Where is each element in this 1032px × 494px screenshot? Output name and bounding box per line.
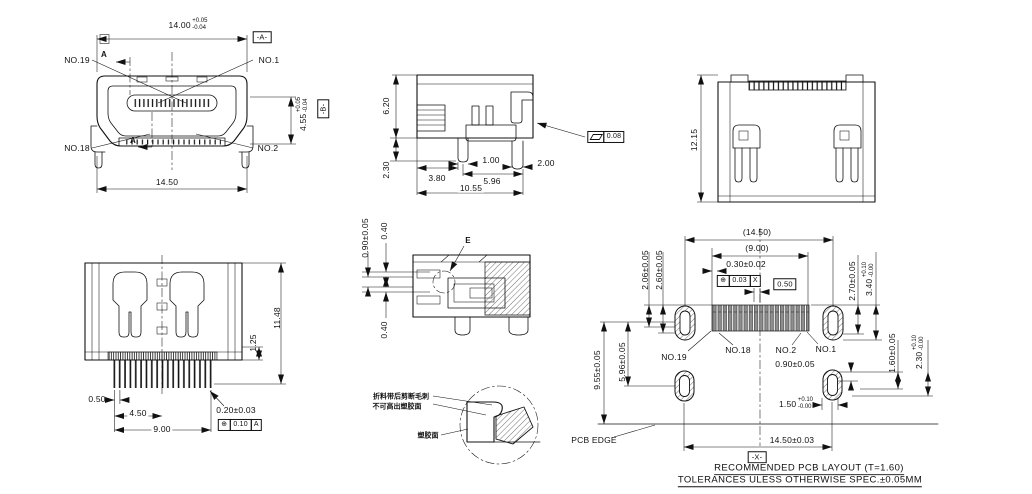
- rear-dim-height: 12.15: [688, 128, 699, 152]
- section-dim-top: 0.40: [378, 222, 389, 240]
- side-dim-leg-width: 1.00: [482, 154, 500, 165]
- pcb-dim-090: 0.90±0.05: [775, 358, 815, 369]
- top-view: [84, 255, 286, 433]
- detail-view: [432, 385, 541, 465]
- top-position-frame: ⊕ 0.10 A: [217, 418, 263, 432]
- front-dim-width: 14.00 +0.05-0.04: [168, 18, 208, 31]
- side-dim-leg-height: 2.30: [380, 161, 391, 179]
- side-view: [390, 74, 586, 196]
- pcb-dim-150: 1.50 +0.10-0.00: [778, 397, 814, 410]
- side-dim-total: 10.55: [457, 182, 485, 193]
- flatness-icon: [587, 130, 605, 144]
- top-dim-pin-length: 1.25: [247, 334, 258, 352]
- datum-a-flag: -A-: [252, 31, 272, 43]
- pcb-dim-230: 2.30 +0.10-0.00: [912, 334, 925, 370]
- position-tolerance: 0.03: [728, 274, 751, 288]
- flatness-value: 0.08: [603, 130, 625, 144]
- pcb-position-frame: ⊕ 0.03 X: [716, 274, 762, 288]
- pcb-dim-ref-span: (9.00): [745, 242, 769, 253]
- section-arrow-a-bottom: A: [130, 136, 136, 145]
- top-dim-span: 9.00: [151, 423, 173, 434]
- pcb-pin19-label: NO.19: [661, 351, 687, 362]
- pcb-dim-340: 3.40 +0.10-0.00: [862, 261, 875, 297]
- pcb-dim-ref-width: (14.50): [742, 226, 772, 237]
- datum-x-flag: -X-: [747, 451, 767, 463]
- top-dim-half-span: 4.50: [127, 407, 149, 418]
- front-pin19-label: NO.19: [64, 54, 90, 65]
- pcb-dim-955: 9.55±0.05: [591, 350, 602, 390]
- detail-surface-label: 塑胶面: [417, 432, 439, 440]
- pcb-dim-pitch-box: 0.50: [773, 278, 797, 290]
- datum-b-flag: -B-: [317, 99, 329, 119]
- front-dim-height: 4.55 +0.05-0.04: [296, 96, 309, 132]
- front-pin18-label: NO.18: [64, 142, 90, 153]
- pcb-dim-270: 2.70±0.05: [846, 261, 857, 301]
- pcb-pin18-label: NO.18: [725, 344, 751, 355]
- footer-note-line1: RECOMMENDED PCB LAYOUT (T=1.60): [714, 462, 904, 475]
- section-dim-gap: 0.90±0.05: [359, 218, 370, 258]
- pcb-dim-260: 2.60±0.05: [653, 250, 664, 290]
- pcb-dim-206: 2.06±0.05: [639, 250, 650, 290]
- section-view: [362, 243, 531, 336]
- side-dim-leg-width2: 2.00: [537, 157, 555, 168]
- pcb-dim-160: 1.60±0.05: [886, 333, 897, 373]
- detail-e-label: E: [465, 236, 471, 245]
- side-dim-body-height: 6.20: [380, 97, 391, 115]
- front-pin1-label: NO.1: [258, 54, 280, 65]
- pcb-edge-label: PCB EDGE: [571, 434, 617, 445]
- pcb-pin1-label: NO.1: [815, 343, 837, 354]
- pcb-dim-pad-width: 0.30±0.02: [726, 258, 766, 269]
- front-dim-overall: 14.50: [153, 176, 181, 187]
- detail-note-line1: 折料带后剪断毛刺: [373, 393, 429, 401]
- pcb-pin2-label: NO.2: [775, 344, 797, 355]
- pcb-layout-view: [597, 228, 939, 451]
- detail-note-line2: 不可高出塑胶面: [372, 403, 422, 411]
- top-dim-pitch: 0.50: [88, 393, 106, 404]
- pcb-dim-596: 5.96±0.05: [616, 342, 627, 382]
- flatness-frame: 0.08: [587, 130, 625, 144]
- section-arrow-a-top: A: [101, 50, 107, 59]
- front-pin2-label: NO.2: [257, 142, 279, 153]
- rear-view: [697, 74, 876, 203]
- position-datum: A: [250, 418, 263, 432]
- top-dim-pin-width: 0.20±0.03: [216, 404, 256, 415]
- section-dim-bottom: 0.40: [378, 321, 389, 339]
- pcb-dim-overall: 14.50±0.03: [767, 434, 817, 445]
- position-tolerance: 0.10: [229, 418, 252, 432]
- top-dim-depth: 11.48: [271, 307, 282, 329]
- front-view: [90, 34, 296, 193]
- side-dim-span: 5.96: [481, 175, 503, 186]
- side-dim-offset: 3.80: [428, 172, 446, 183]
- footer-note-line2: TOLERANCES ULESS OTHERWISE SPEC.±0.05MM: [677, 474, 923, 487]
- position-datum: X: [749, 274, 762, 288]
